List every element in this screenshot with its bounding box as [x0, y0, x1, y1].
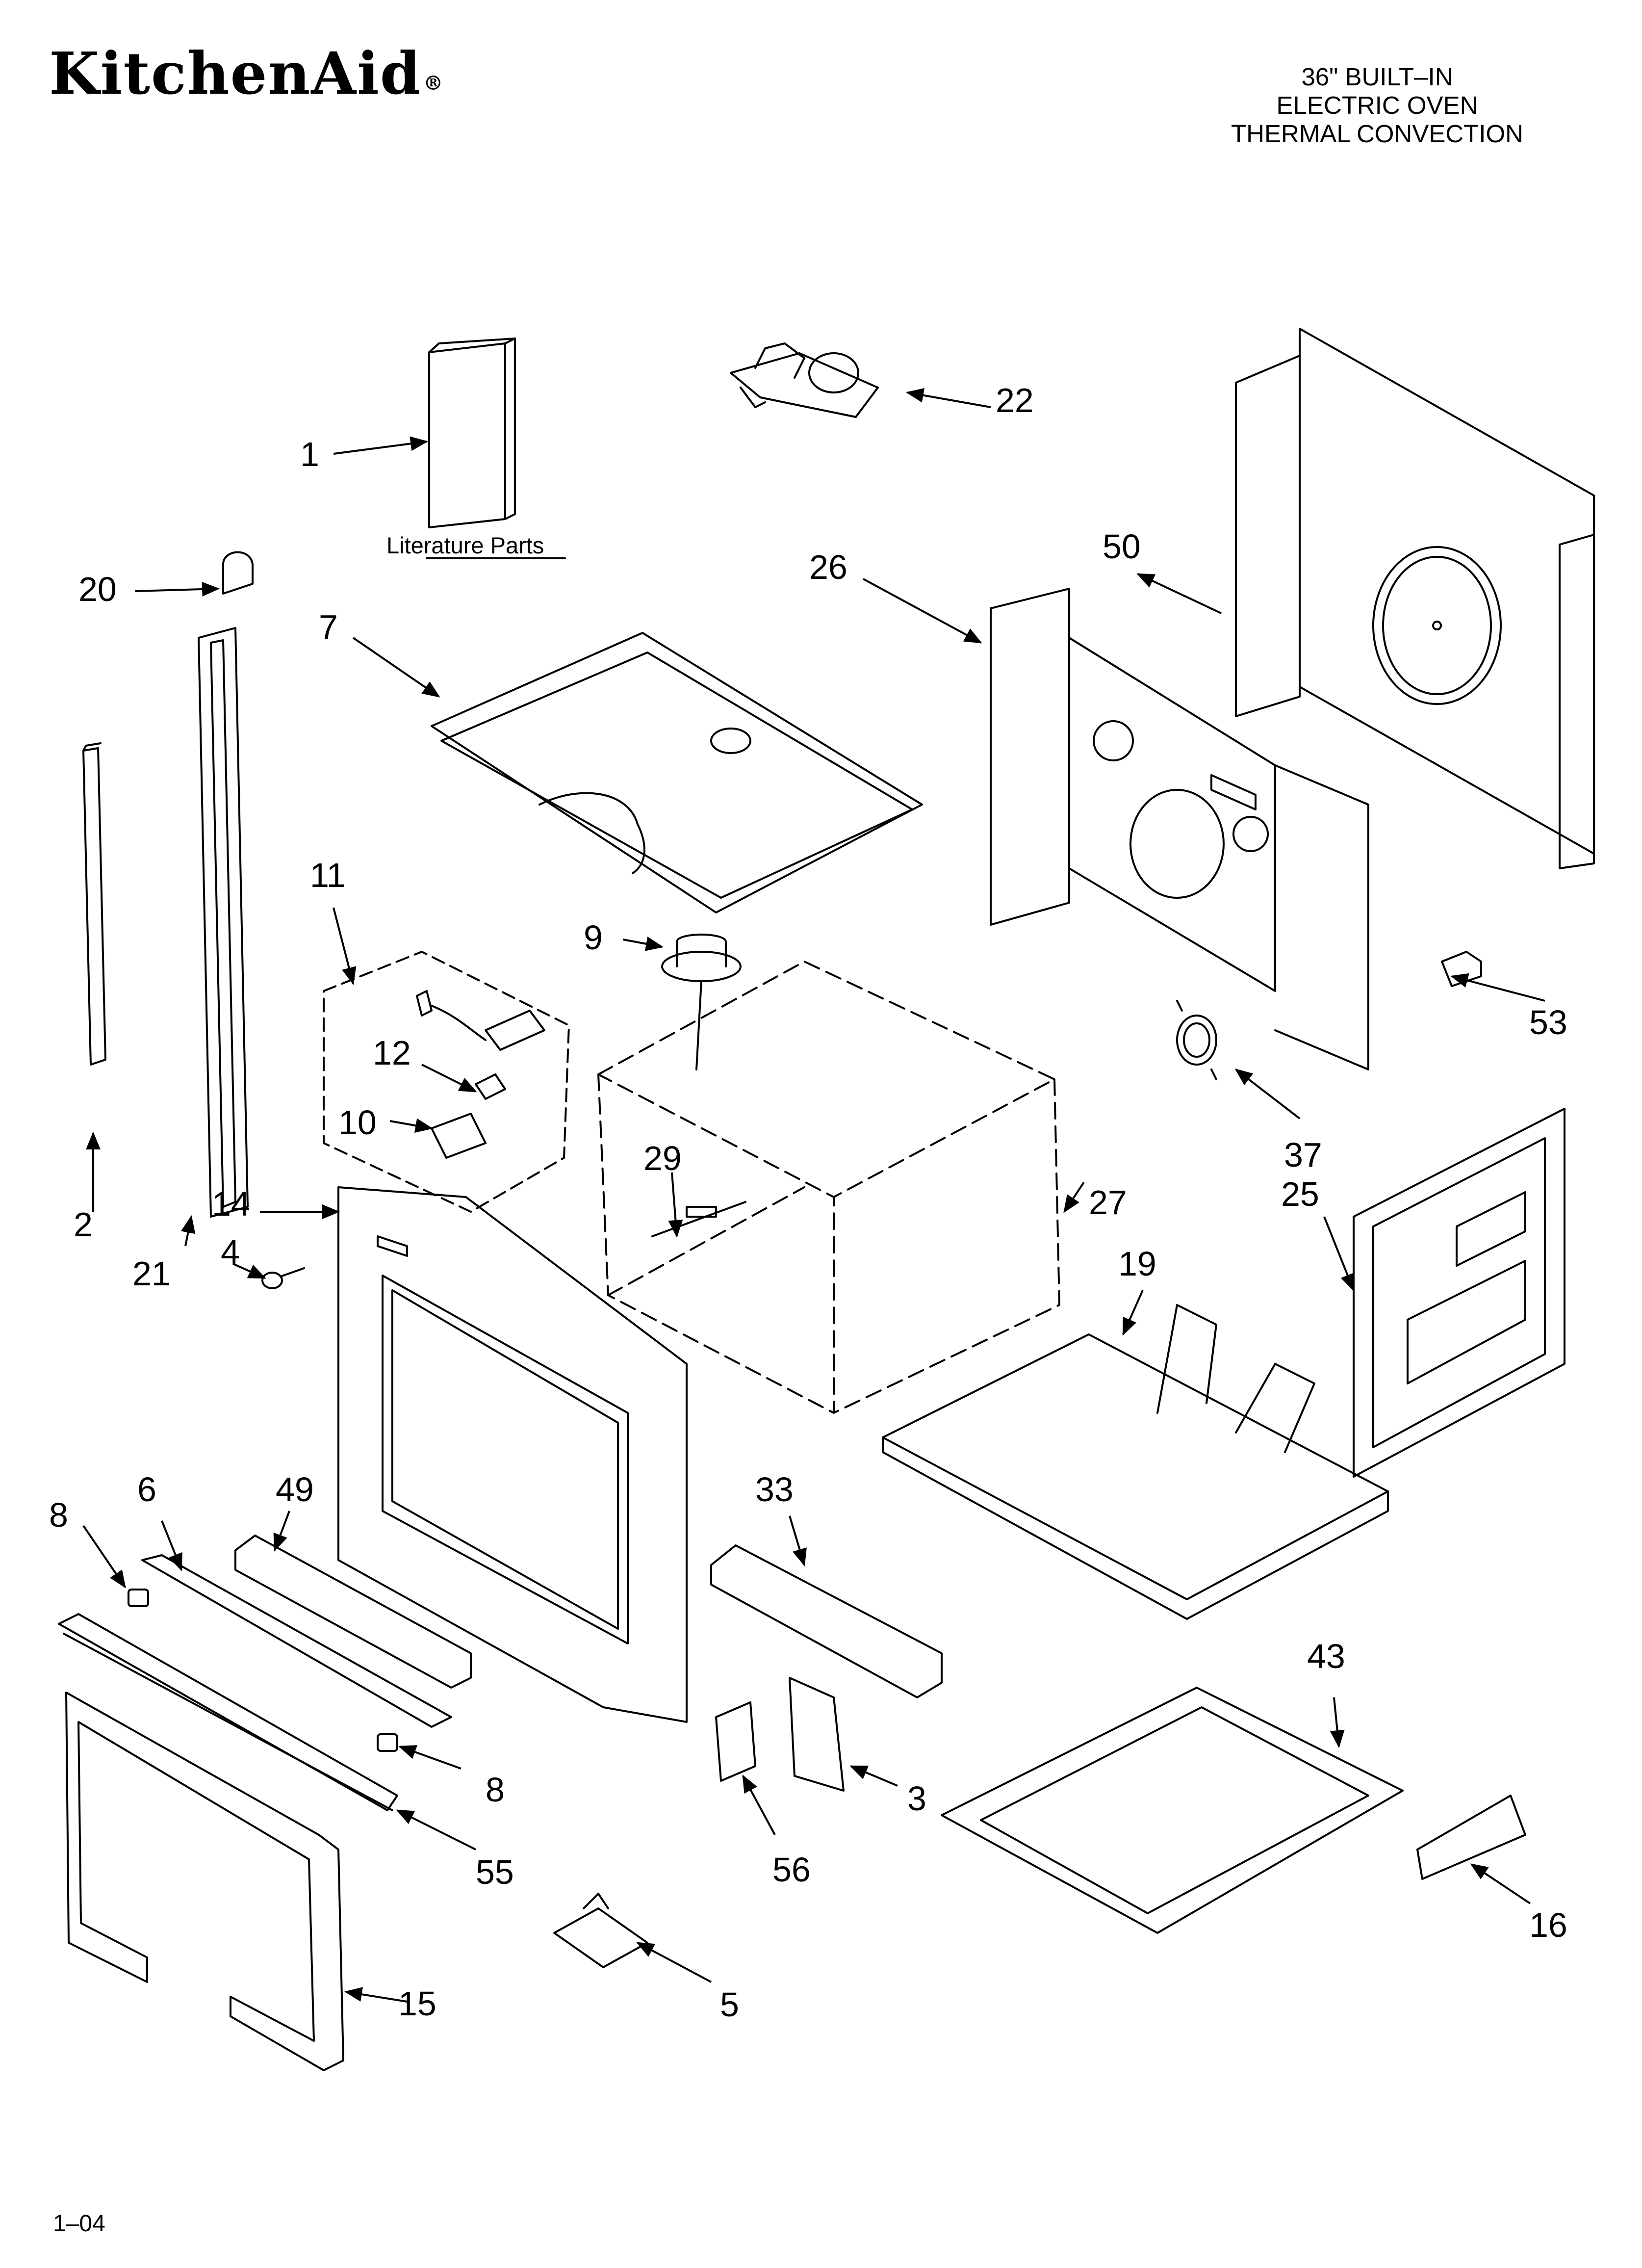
revision-code: 1–04 [53, 2211, 105, 2237]
part-20-end-cap [222, 551, 254, 595]
callout-33: 33 [755, 1470, 794, 1509]
literature-booklet [426, 338, 566, 559]
part-9-fan-motor [661, 934, 742, 1070]
callout-1: 1 [300, 435, 319, 473]
callout-15: 15 [398, 1984, 436, 2023]
callout-25: 25 [1281, 1175, 1319, 1213]
part-43-base-frame [941, 1687, 1404, 1934]
callout-4: 4 [221, 1233, 240, 1271]
part-7-top-panel [431, 632, 923, 913]
part-33-rail [710, 1544, 943, 1698]
callout-7: 7 [319, 608, 338, 646]
part-6-strip [141, 1554, 452, 1728]
callout-10: 10 [338, 1103, 377, 1142]
part-21-side-trim [198, 627, 249, 1218]
callout-21: 21 [132, 1254, 171, 1293]
callout-56: 56 [772, 1851, 811, 1889]
part-56-bracket [715, 1701, 756, 1782]
title-line-2: ELECTRIC OVEN [1276, 91, 1478, 119]
part-2-trim-strip [82, 742, 106, 1066]
part-53-bracket [1441, 951, 1482, 987]
title-line-3: THERMAL CONVECTION [1231, 120, 1523, 148]
part-8-bumper-right [377, 1733, 398, 1752]
callout-29: 29 [643, 1139, 682, 1177]
kitchenaid-logo: KitchenAid® [49, 39, 444, 107]
part-29-sensor [651, 1201, 746, 1237]
model-title: 36" BUILT–IN ELECTRIC OVEN THERMAL CONVE… [1156, 63, 1598, 148]
part-22-control-assembly [730, 342, 879, 418]
callout-9: 9 [584, 918, 603, 957]
callout-8-right: 8 [486, 1771, 505, 1809]
callout-14: 14 [212, 1185, 250, 1223]
part-8-bumper-left [128, 1589, 149, 1607]
callout-43: 43 [1307, 1637, 1345, 1675]
registered-mark: ® [423, 72, 444, 95]
brand-name: KitchenAid [49, 39, 422, 107]
part-11-wiring-kit [323, 951, 570, 1213]
part-15-door-gasket [65, 1692, 344, 2071]
part-49-channel [234, 1535, 472, 1689]
callout-26: 26 [809, 548, 847, 586]
callout-12: 12 [373, 1034, 411, 1072]
part-55-door-trim [58, 1613, 398, 1811]
part-25-side-panel [1353, 1108, 1565, 1478]
literature-caption: Literature Parts [386, 532, 544, 558]
callout-3: 3 [907, 1779, 926, 1818]
part-27-oven-cavity [597, 961, 1060, 1414]
part-16-deflector [1416, 1795, 1526, 1880]
callout-20: 20 [78, 570, 117, 608]
title-line-1: 36" BUILT–IN [1301, 63, 1453, 91]
callout-37: 37 [1284, 1136, 1322, 1174]
part-5-clip [553, 1893, 648, 1968]
callout-49: 49 [276, 1470, 314, 1509]
part-50-rear-panel [1235, 328, 1595, 869]
callout-27: 27 [1089, 1183, 1127, 1222]
part-19-bottom-cover [882, 1304, 1389, 1620]
part-3-bracket [789, 1677, 845, 1792]
callout-19: 19 [1118, 1245, 1156, 1283]
part-26-back-panel [990, 588, 1369, 1070]
callout-55: 55 [476, 1853, 514, 1891]
part-37-thermal-switch [1176, 1000, 1217, 1080]
callout-16: 16 [1529, 1906, 1567, 1944]
part-14-front-frame [337, 1186, 688, 1723]
callout-53: 53 [1529, 1003, 1567, 1042]
callout-11: 11 [310, 856, 346, 894]
callout-5: 5 [720, 1985, 739, 2024]
callout-22: 22 [996, 381, 1034, 419]
callout-8-left: 8 [49, 1496, 68, 1534]
callout-2: 2 [74, 1205, 93, 1244]
callout-6: 6 [137, 1470, 156, 1509]
callout-50: 50 [1103, 527, 1141, 566]
part-4-screw [261, 1267, 305, 1289]
